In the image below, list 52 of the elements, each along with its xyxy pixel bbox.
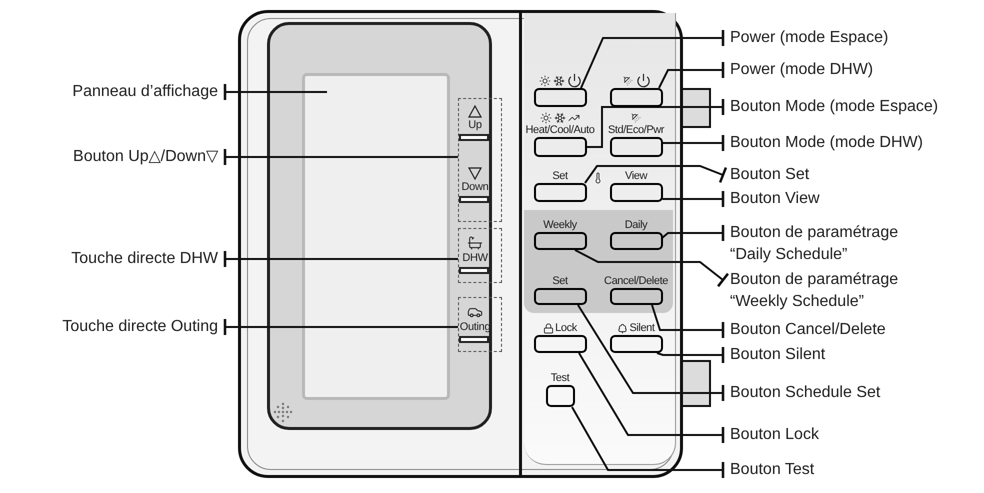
callout-label: Bouton Mode (mode Espace): [730, 97, 940, 117]
leader-line: [662, 134, 724, 152]
callout-label: Touche directe DHW: [71, 249, 218, 269]
leader-line: [584, 165, 728, 184]
leader-line: [224, 148, 458, 166]
leader-line: [661, 224, 724, 242]
leader-line: [662, 190, 724, 208]
key-group-outline: [458, 228, 502, 283]
callout-label: Bouton Silent: [730, 345, 826, 365]
leader-line: [574, 249, 730, 288]
leader-line: [580, 28, 724, 88]
callout-label: Bouton Mode (mode DHW): [730, 133, 924, 153]
callout-label: Bouton Up△/Down▽: [73, 147, 218, 167]
callout-label: Power (mode Espace): [730, 28, 890, 48]
button-label: Weekly: [543, 219, 577, 232]
button-label: Set: [552, 275, 568, 288]
leader-line: [578, 352, 724, 444]
button-label: Set: [552, 170, 568, 183]
callout-label: Power (mode DHW): [730, 60, 874, 80]
leader-line: [651, 304, 724, 340]
leader-line: [571, 406, 724, 480]
leader-line: [658, 60, 724, 88]
button-label: Cancel/Delete: [604, 275, 668, 288]
callout-label: Panneau d’affichage: [72, 82, 218, 102]
callout-label: Bouton Schedule Set: [730, 383, 882, 403]
leader-line: [587, 98, 724, 148]
button-label: Heat/Cool/Auto: [526, 124, 594, 137]
button-label: Lock: [555, 322, 577, 335]
callout-label: Bouton Lock: [730, 425, 820, 445]
leader-line: [577, 304, 724, 402]
leader-line: [224, 318, 458, 336]
button-label: Silent: [629, 322, 655, 335]
callout-label: Bouton de paramétrage “Weekly Schedule”: [730, 270, 900, 312]
button-label: Std/Eco/Pwr: [608, 124, 664, 137]
display-screen: [302, 73, 450, 400]
callout-label: Bouton Set: [730, 165, 810, 185]
callout-label: Bouton Test: [730, 460, 816, 480]
callout-label: Bouton de paramétrage “Daily Schedule”: [730, 223, 900, 265]
callout-label: Bouton View: [730, 189, 821, 209]
leader-line: [224, 82, 327, 102]
leader-line: [656, 346, 724, 364]
button-label: Daily: [624, 219, 648, 232]
leader-line: [224, 250, 458, 268]
key-label: Down: [460, 181, 490, 193]
key-group-outline: [458, 297, 502, 352]
button-label: View: [624, 170, 648, 183]
button-label: Test: [550, 372, 570, 385]
callout-label: Bouton Cancel/Delete: [730, 320, 887, 340]
key-label: DHW: [461, 252, 489, 264]
key-label: Up: [467, 119, 483, 131]
callout-label: Touche directe Outing: [62, 317, 218, 337]
key-group-outline: [458, 98, 502, 222]
